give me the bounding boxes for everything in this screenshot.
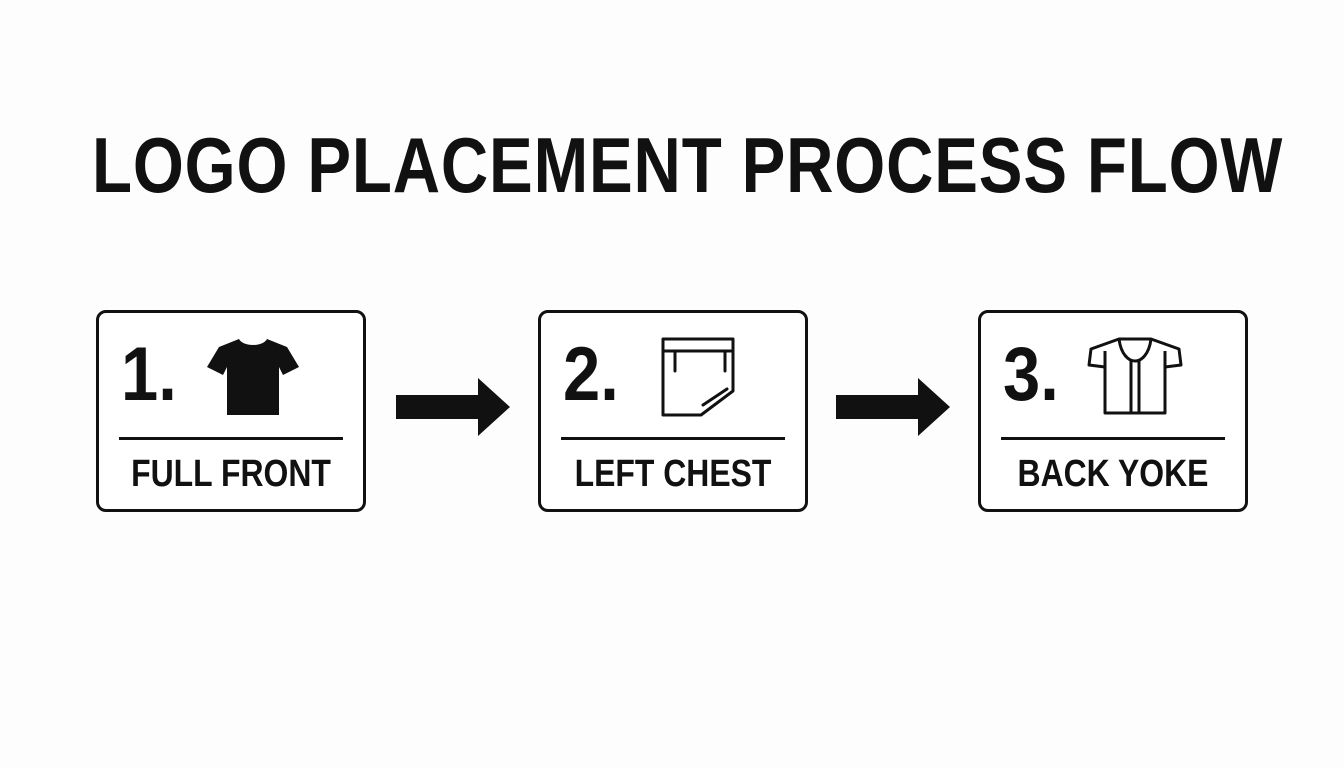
step-label: FULL FRONT [131, 453, 331, 495]
step-card-left-chest: 2. LEFT CHEST [538, 310, 808, 512]
step-number: 2. [563, 332, 619, 417]
chest-pocket-icon [645, 335, 745, 419]
step-divider [561, 437, 785, 440]
step-number: 1. [121, 332, 177, 417]
right-arrow-icon [834, 376, 952, 438]
shirt-outline-icon [1085, 335, 1185, 419]
diagram-title: LOGO PLACEMENT PROCESS FLOW [92, 121, 1284, 209]
step-label: LEFT CHEST [574, 453, 772, 495]
right-arrow-icon [394, 376, 512, 438]
step-divider [119, 437, 343, 440]
step-label: BACK YOKE [1017, 453, 1209, 495]
step-number: 3. [1003, 332, 1059, 417]
step-card-back-yoke: 3. BACK YOKE [978, 310, 1248, 512]
step-divider [1001, 437, 1225, 440]
step-card-full-front: 1. FULL FRONT [96, 310, 366, 512]
t-shirt-icon [203, 335, 303, 419]
